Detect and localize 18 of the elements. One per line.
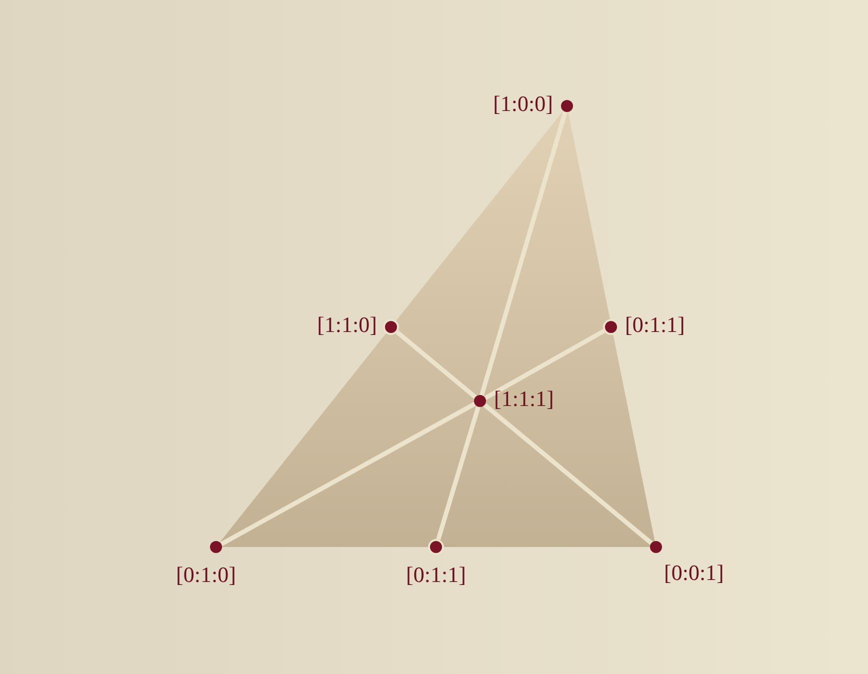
coordinate-label: [0:1:1]	[625, 314, 685, 336]
coordinate-label: [1:0:0]	[493, 93, 553, 115]
coordinate-label: [1:1:0]	[317, 314, 377, 336]
point-dot	[210, 541, 222, 553]
point-dot	[561, 100, 573, 112]
median-line	[484, 328, 606, 400]
point-dot	[428, 539, 444, 555]
point-dot	[603, 319, 619, 335]
median-line	[480, 111, 568, 396]
coordinate-label: [0:1:1]	[406, 564, 466, 586]
median-line	[483, 403, 653, 545]
median-line	[396, 330, 477, 399]
point-dot	[383, 319, 399, 335]
coordinate-label: [0:1:0]	[176, 564, 236, 586]
point-dot	[650, 541, 662, 553]
coordinate-label: [0:0:1]	[664, 562, 724, 584]
coordinate-label: [1:1:1]	[494, 388, 554, 410]
median-line	[436, 406, 480, 540]
